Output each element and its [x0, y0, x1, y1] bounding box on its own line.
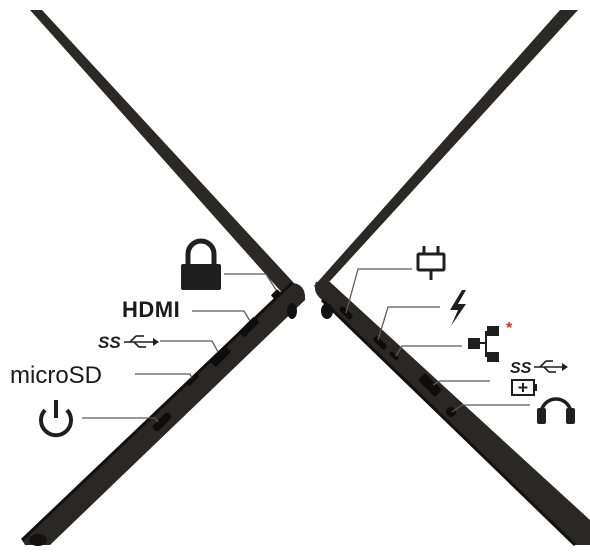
- callout-usb-right: [432, 380, 490, 386]
- ss-text-right: SS: [510, 360, 532, 377]
- callout-microsd: [135, 373, 193, 379]
- power-icon: [39, 400, 73, 438]
- ethernet-port: [389, 351, 399, 361]
- right-laptop-lid: [314, 10, 578, 292]
- microsd-slot: [187, 374, 199, 386]
- power-button: [152, 412, 172, 432]
- left-hinge-port: [271, 289, 281, 299]
- hdmi-port: [239, 317, 259, 337]
- headphone-icon: [537, 397, 575, 424]
- usb-superspeed-icon: SS: [98, 333, 159, 352]
- callout-ethernet: [395, 345, 462, 357]
- callout-usb-left: [160, 340, 219, 353]
- right-laptop-foot: [321, 303, 333, 319]
- callout-headphone: [451, 404, 530, 413]
- lock-icon: [181, 238, 221, 290]
- usb-superspeed-icon: SS: [510, 360, 568, 377]
- callout-hdmi: [192, 310, 251, 322]
- left-laptop-rear-foot: [29, 534, 47, 546]
- left-laptop: [20, 10, 306, 546]
- microsd-label: microSD: [10, 362, 103, 389]
- left-callouts: [82, 273, 277, 423]
- hdmi-label: HDMI: [122, 297, 181, 322]
- callout-thunderbolt: [377, 306, 440, 341]
- callout-power: [82, 417, 159, 423]
- ethernet-icon: [468, 326, 499, 362]
- usb-a-port-left: [210, 346, 231, 367]
- footnote-asterisk: *: [506, 320, 513, 337]
- thunderbolt-icon: [450, 290, 466, 326]
- right-callouts: [345, 268, 530, 413]
- battery-charge-icon: [511, 379, 537, 396]
- right-laptop-base-edge: [320, 298, 577, 547]
- left-laptop-foot: [287, 303, 297, 319]
- ss-text-left: SS: [98, 333, 121, 352]
- left-laptop-lid: [30, 10, 305, 305]
- usb-a-port-right: [418, 373, 442, 397]
- power-plug-icon: [416, 246, 446, 280]
- usb-c-port-2: [373, 336, 387, 350]
- left-laptop-base: [22, 283, 306, 545]
- callout-lock: [224, 273, 277, 291]
- right-laptop: [314, 10, 590, 547]
- callout-plug: [345, 268, 412, 314]
- audio-jack: [446, 407, 456, 417]
